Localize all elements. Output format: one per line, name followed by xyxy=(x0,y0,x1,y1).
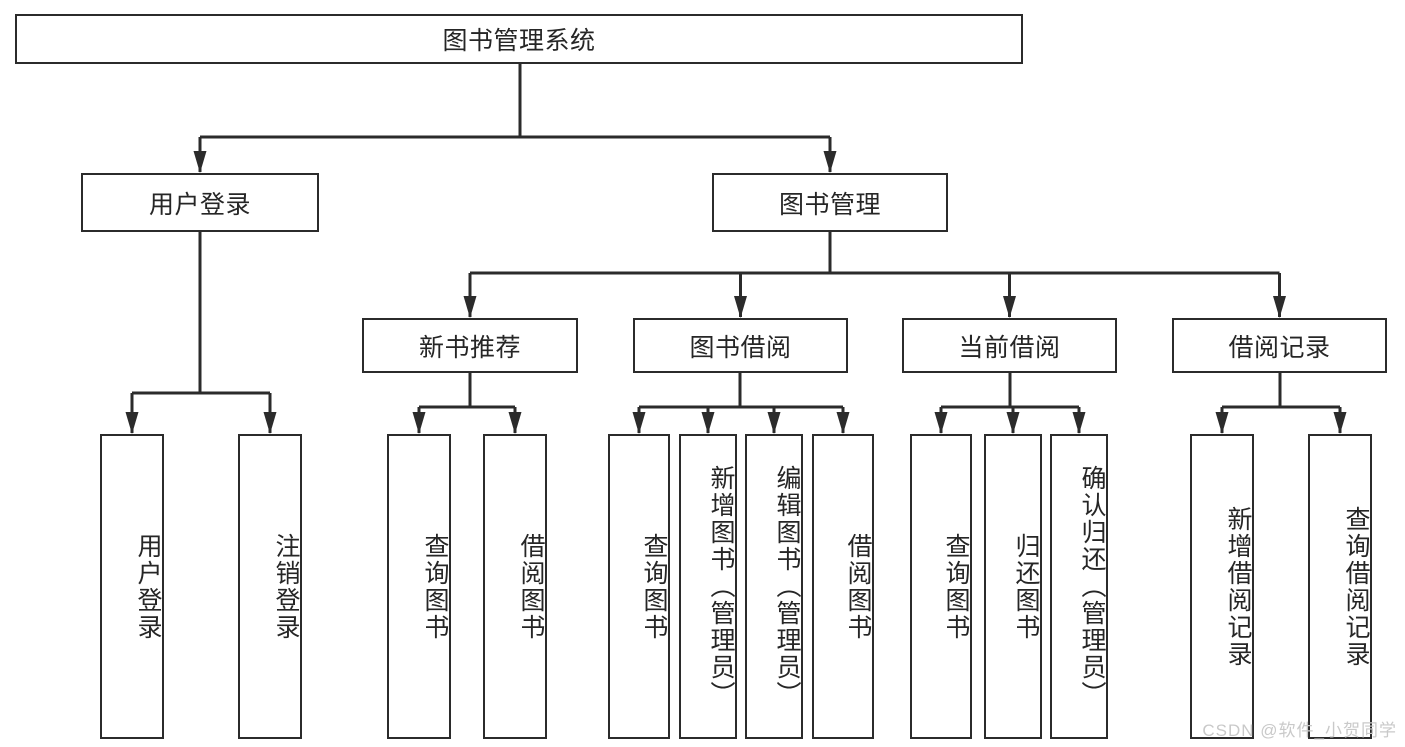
node-book-manage: 图书管理 xyxy=(712,173,948,232)
node-current-borrow: 当前借阅 xyxy=(902,318,1117,373)
node-label: 图书管理系统 xyxy=(442,27,596,55)
node-leaf-bor-query: 查询图书 xyxy=(608,434,670,739)
node-leaf-bor-add: 新增图书（管理员） xyxy=(679,434,737,739)
arrowhead-icon xyxy=(1215,412,1229,434)
node-label: 借阅记录 xyxy=(1228,333,1331,362)
arrowhead-icon xyxy=(701,412,715,434)
node-label: 图书管理 xyxy=(778,190,881,219)
arrowhead-icon xyxy=(125,412,139,434)
node-leaf-bor-edit: 编辑图书（管理员） xyxy=(745,434,803,739)
node-label: 用户登录 xyxy=(148,190,251,219)
arrowhead-icon xyxy=(263,412,277,434)
node-label: 确认归还（管理员） xyxy=(1078,465,1106,708)
arrowhead-icon xyxy=(1273,296,1286,318)
node-label: 归还图书 xyxy=(1012,532,1040,641)
node-user-login: 用户登录 xyxy=(81,173,319,232)
node-label: 注销登录 xyxy=(272,532,300,641)
arrowhead-icon xyxy=(734,296,747,318)
node-label: 借阅图书 xyxy=(844,532,872,641)
node-root: 图书管理系统 xyxy=(15,14,1023,64)
node-label: 新增图书（管理员） xyxy=(707,465,735,708)
node-label: 借阅图书 xyxy=(517,532,545,641)
node-leaf-cur-query: 查询图书 xyxy=(910,434,972,739)
node-leaf-user-logout: 注销登录 xyxy=(238,434,302,739)
node-leaf-bor-borrow: 借阅图书 xyxy=(812,434,874,739)
node-borrow-record: 借阅记录 xyxy=(1172,318,1387,373)
node-label: 查询图书 xyxy=(421,532,449,641)
arrowhead-icon xyxy=(508,412,522,434)
node-label: 查询图书 xyxy=(640,532,668,641)
arrowhead-icon xyxy=(767,412,781,434)
node-leaf-cur-return: 归还图书 xyxy=(984,434,1042,739)
node-label: 编辑图书（管理员） xyxy=(773,465,801,708)
arrowhead-icon xyxy=(836,412,850,434)
node-label: 用户登录 xyxy=(134,532,162,641)
node-leaf-cur-confirm: 确认归还（管理员） xyxy=(1050,434,1108,739)
arrowhead-icon xyxy=(823,151,837,173)
node-leaf-rec-search: 查询借阅记录 xyxy=(1308,434,1372,739)
arrowhead-icon xyxy=(1072,412,1086,434)
node-leaf-rec-query: 查询图书 xyxy=(387,434,451,739)
arrowhead-icon xyxy=(1003,296,1016,318)
arrowhead-icon xyxy=(1333,412,1347,434)
arrowhead-icon xyxy=(934,412,948,434)
arrowhead-icon xyxy=(632,412,646,434)
node-label: 图书借阅 xyxy=(689,333,792,362)
node-new-book-rec: 新书推荐 xyxy=(362,318,578,373)
arrowhead-icon xyxy=(412,412,426,434)
node-label: 当前借阅 xyxy=(958,333,1061,362)
arrowhead-icon xyxy=(1006,412,1020,434)
node-label: 新增借阅记录 xyxy=(1224,505,1252,668)
node-label: 查询图书 xyxy=(942,532,970,641)
node-label: 新书推荐 xyxy=(418,333,521,362)
arrowhead-icon xyxy=(463,296,477,318)
node-leaf-user-login: 用户登录 xyxy=(100,434,164,739)
node-leaf-rec-borrow: 借阅图书 xyxy=(483,434,547,739)
arrowhead-icon xyxy=(193,151,207,173)
node-book-borrow: 图书借阅 xyxy=(633,318,848,373)
node-label: 查询借阅记录 xyxy=(1342,505,1370,668)
node-leaf-rec-add: 新增借阅记录 xyxy=(1190,434,1254,739)
